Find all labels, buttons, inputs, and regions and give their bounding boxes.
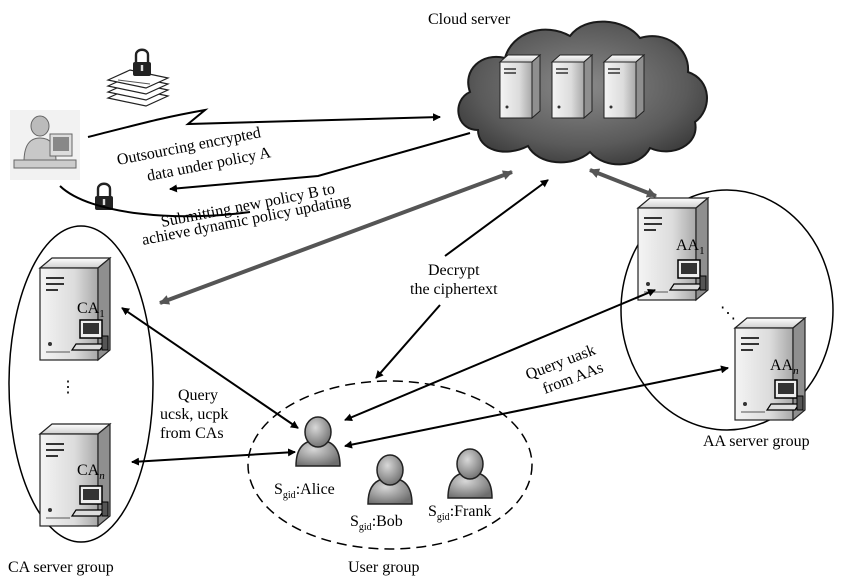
alice-can-arrow	[131, 448, 296, 466]
data-owner-icon	[10, 110, 80, 180]
decrypt-label-line2: the ciphertext	[410, 281, 498, 298]
cloud-server-label: Cloud server	[428, 11, 511, 28]
cloud-server-unit-3	[603, 54, 645, 119]
outsourcing-arrow	[87, 108, 441, 138]
decrypt-arrow-down	[375, 304, 441, 379]
cloud-server	[457, 20, 708, 166]
aa-group-label: AA server group	[703, 433, 810, 450]
decrypt-label-line1: Decrypt	[428, 262, 480, 279]
aa-ellipsis: ⋱	[720, 305, 736, 322]
user-alice-icon	[295, 416, 341, 467]
query-ca-label-line1: Query	[178, 387, 218, 404]
encrypted-documents-icon	[106, 48, 170, 107]
user-frank-label: Sgid:Frank	[428, 503, 491, 523]
cloud-aa-arrow	[589, 168, 657, 198]
alice-ca1-arrow	[121, 307, 299, 429]
cloud-ca-arrow	[159, 170, 513, 305]
user-alice-label: Sgid:Alice	[274, 481, 335, 501]
data-owner	[10, 48, 170, 212]
cloud-server-unit-1	[499, 54, 541, 119]
user-bob-label: Sgid:Bob	[350, 513, 403, 533]
alice-aa1-arrow	[344, 289, 656, 421]
ca-ellipsis: ⋮	[60, 379, 76, 396]
user-group-label: User group	[348, 559, 420, 576]
query-ca-label-line2: ucsk, ucpk	[160, 406, 228, 423]
ca-group-label: CA server group	[8, 559, 114, 576]
alice-aan-arrow	[344, 365, 729, 449]
cloud-server-unit-2	[551, 54, 593, 119]
decrypt-arrow-up	[444, 179, 549, 257]
aa1-label: AA1	[676, 237, 705, 257]
ca1-label: CA1	[77, 300, 105, 320]
user-frank-icon	[447, 448, 493, 499]
aan-label: AAn	[770, 357, 799, 377]
query-ca-label-line3: from CAs	[160, 425, 224, 442]
user-bob-icon	[367, 454, 413, 505]
can-label: CAn	[77, 462, 105, 482]
